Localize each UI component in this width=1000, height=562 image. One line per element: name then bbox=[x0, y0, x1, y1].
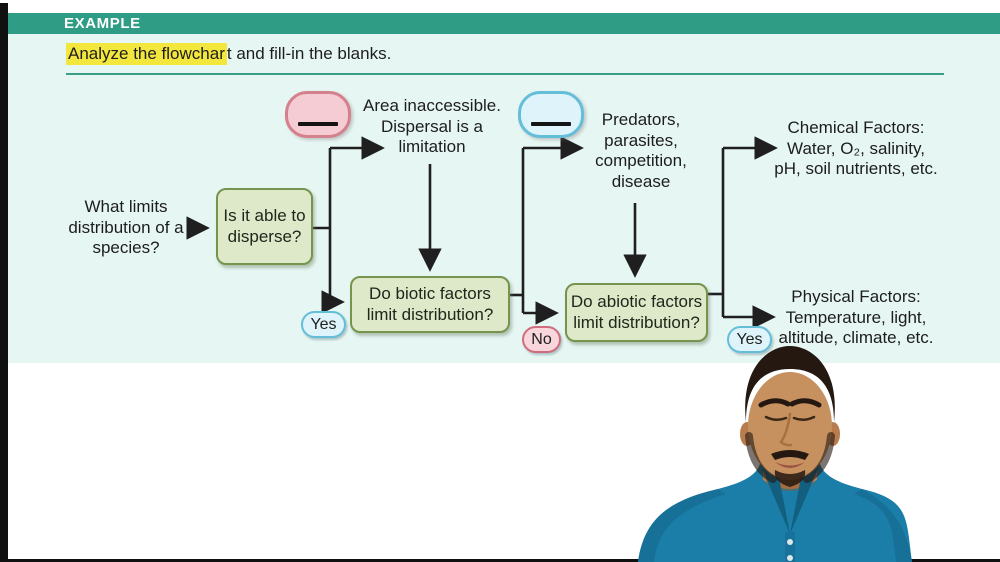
left-letterbox-bar bbox=[0, 3, 8, 562]
blank-underline bbox=[531, 122, 571, 126]
example-header-bar: EXAMPLE bbox=[8, 13, 1000, 34]
instructor-beard-left bbox=[745, 432, 777, 483]
example-heading: EXAMPLE bbox=[64, 15, 141, 32]
instructor-beard-right bbox=[803, 432, 835, 483]
node-is-it-able-to-disperse: Is it able to disperse? bbox=[216, 188, 313, 265]
section-divider-line bbox=[66, 73, 944, 75]
start-question-text: What limits distribution of a species? bbox=[68, 197, 184, 258]
yes-label-2: Yes bbox=[727, 326, 772, 353]
instructor-face bbox=[748, 372, 832, 480]
no-label: No bbox=[522, 326, 561, 353]
area-inaccessible-text: Area inaccessible. Dispersal is a limita… bbox=[363, 96, 501, 157]
instructor-eyebrow-right bbox=[789, 398, 822, 408]
yes-label-1: Yes bbox=[301, 311, 346, 338]
instruction-rest-text: t and fill-in the blanks. bbox=[226, 44, 392, 63]
predators-text: Predators, parasites, competition, disea… bbox=[595, 110, 687, 192]
physical-factors-text: Physical Factors: Temperature, light, al… bbox=[778, 287, 934, 348]
instruction-highlighted-text: Analyze the flowchar bbox=[66, 43, 227, 65]
shirt-placket bbox=[785, 532, 795, 562]
shirt-button bbox=[787, 539, 793, 545]
chemical-factors-text: Chemical Factors: Water, O₂, salinity, p… bbox=[774, 118, 938, 179]
blank-bubble-blue bbox=[518, 91, 584, 138]
instructor-nose bbox=[779, 412, 793, 447]
shirt-shoulder-shade-right bbox=[854, 489, 912, 562]
instructor-person bbox=[638, 346, 912, 562]
instructor-eye-right bbox=[792, 415, 816, 421]
node-do-biotic-factors: Do biotic factors limit distribution? bbox=[350, 276, 510, 333]
blank-bubble-pink bbox=[285, 91, 351, 138]
instructor-lips bbox=[775, 462, 805, 468]
instructor-eyebrow-left bbox=[758, 398, 791, 408]
node-do-abiotic-factors: Do abiotic factors limit distribution? bbox=[565, 283, 708, 342]
shirt-shoulder-shade-left bbox=[638, 489, 726, 562]
instructor-hair bbox=[745, 346, 835, 422]
instructor-eye-left bbox=[764, 415, 788, 421]
instructor-chin-beard bbox=[774, 470, 806, 487]
bottom-letterbox-bar bbox=[0, 559, 1000, 562]
shirt-button bbox=[787, 555, 793, 561]
blank-underline bbox=[298, 122, 338, 126]
instructor-shirt bbox=[638, 464, 912, 562]
instructor-mustache bbox=[771, 450, 809, 460]
